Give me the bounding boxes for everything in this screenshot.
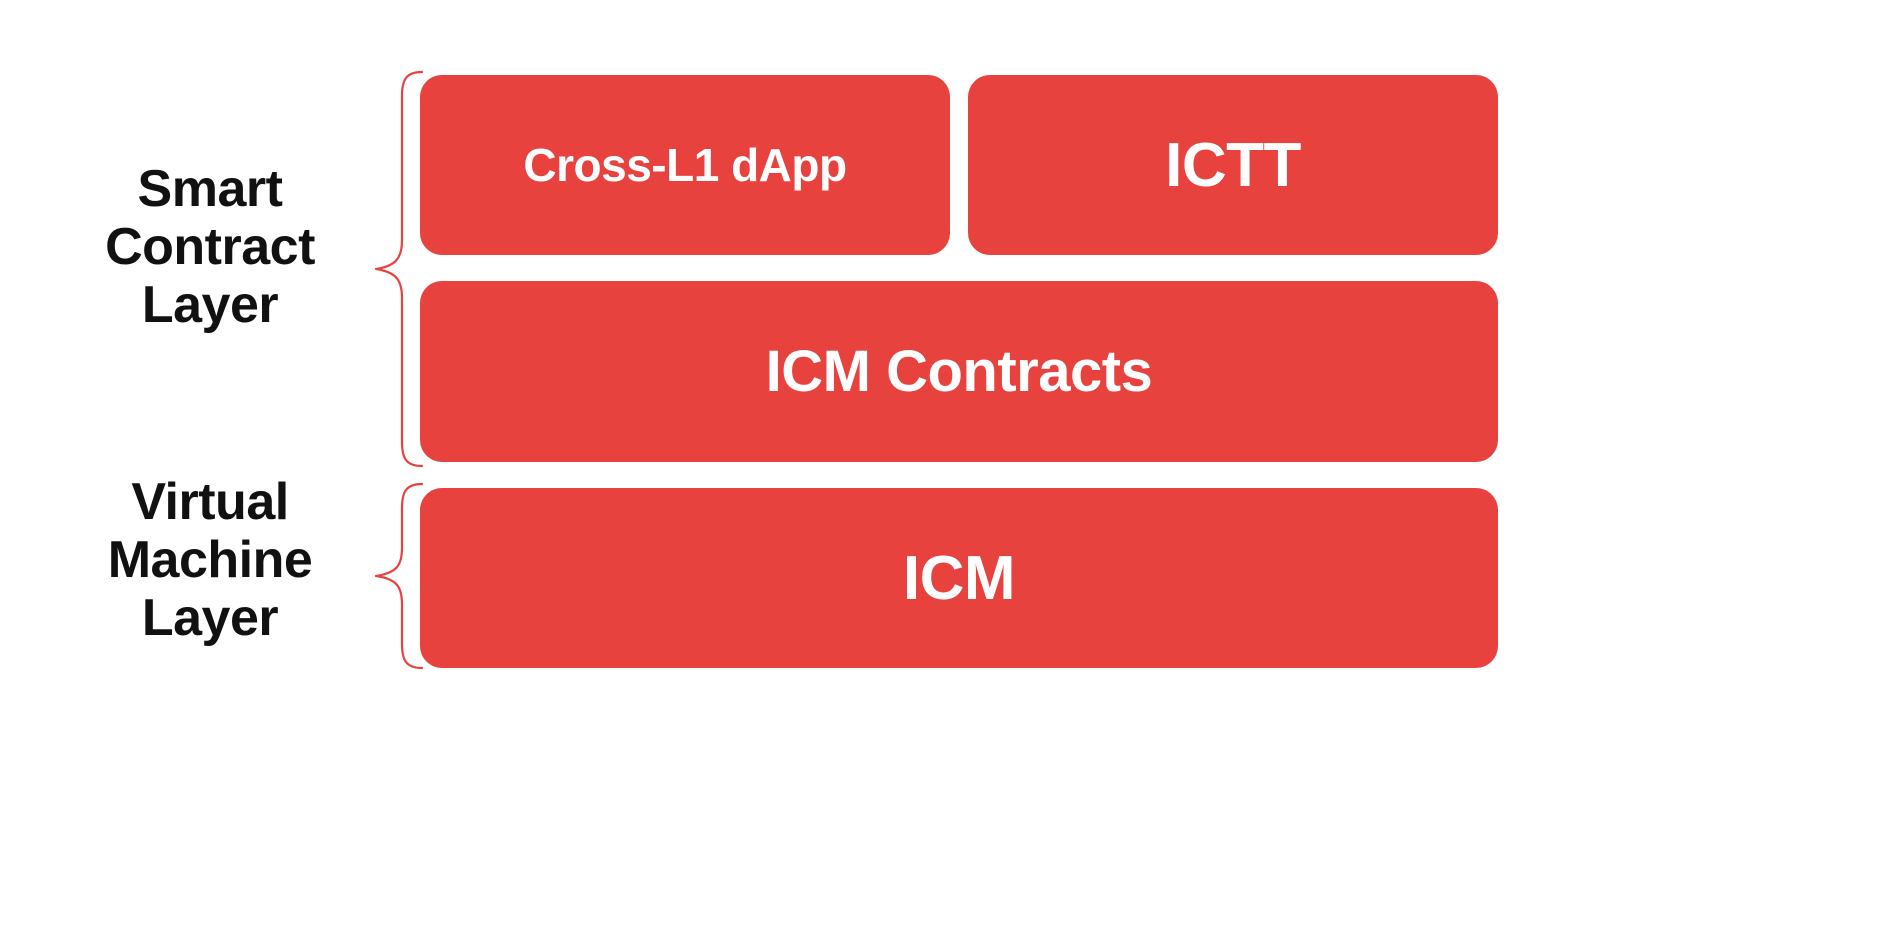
curly-brace-left-icon-virtual-machine (372, 482, 426, 670)
block-icm-contracts[interactable]: ICM Contracts (420, 281, 1498, 462)
block-cross-l1-dapp[interactable]: Cross-L1 dApp (420, 75, 950, 255)
curly-brace-left-icon-smart-contract (372, 70, 426, 468)
block-icm[interactable]: ICM (420, 488, 1498, 668)
block-ictt[interactable]: ICTT (968, 75, 1498, 255)
layer-label-virtual-machine: Virtual Machine Layer (107, 473, 313, 648)
layer-label-smart-contract: Smart Contract Layer (105, 160, 315, 335)
